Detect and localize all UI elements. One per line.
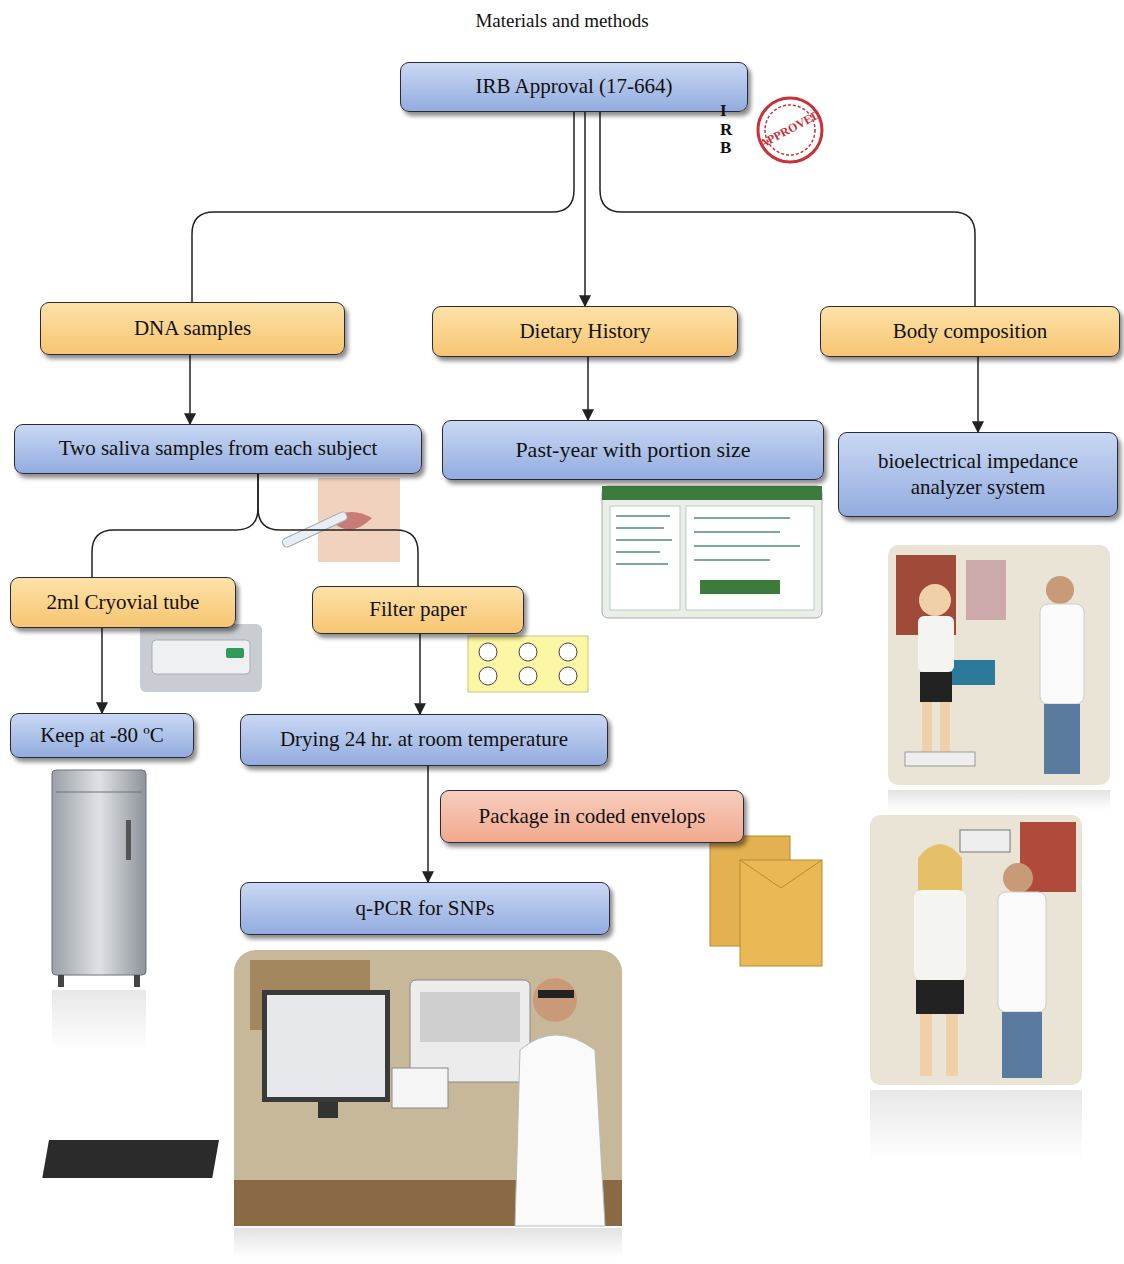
box-text: Package in coded envelops — [469, 800, 716, 833]
box-text: bioelectrical impedance analyzer system — [839, 445, 1117, 503]
box-text: Keep at -80 ºC — [30, 719, 174, 752]
box-text: DNA samples — [124, 312, 261, 345]
cryovial-picture — [140, 624, 262, 692]
storage-box: Filter paper — [312, 586, 524, 634]
connector — [977, 357, 979, 432]
approval-box: IRB Approval (17-664) — [400, 62, 748, 112]
box-text: Two saliva samples from each subject — [49, 432, 388, 465]
body-composition-photo — [888, 545, 1110, 810]
connector — [192, 112, 574, 302]
box-text: q-PCR for SNPs — [346, 892, 505, 925]
stamp-text: APPROVED — [753, 105, 827, 154]
swab-picture — [281, 478, 400, 562]
category-box: Body composition — [820, 306, 1120, 357]
box-text: 2ml Cryovial tube — [37, 586, 210, 619]
process-box: q-PCR for SNPs — [240, 882, 610, 935]
note-box: Package in coded envelops — [440, 790, 744, 843]
diagram-title: Materials and methods — [0, 10, 1124, 32]
connector — [258, 474, 418, 586]
connector — [427, 766, 429, 882]
envelope-picture — [710, 836, 822, 966]
software-screenshot — [602, 486, 822, 618]
vertical-label: IRB — [720, 102, 737, 158]
box-text: Body composition — [883, 315, 1058, 348]
connector — [101, 628, 103, 713]
freezer-picture — [52, 770, 146, 1050]
filter-paper-picture — [468, 636, 588, 692]
category-box: DNA samples — [40, 302, 345, 355]
box-text: Drying 24 hr. at room temperature — [270, 723, 578, 756]
box-text: Past-year with portion size — [505, 433, 760, 467]
process-box: bioelectrical impedance analyzer system — [838, 432, 1118, 517]
storage-box: 2ml Cryovial tube — [10, 577, 236, 628]
connector — [419, 634, 421, 714]
connector — [584, 112, 586, 306]
lab-photo — [42, 950, 622, 1258]
box-text: Filter paper — [359, 593, 476, 626]
height-measure-photo — [870, 815, 1082, 1160]
process-box: Keep at -80 ºC — [10, 713, 194, 758]
connector — [600, 112, 975, 306]
box-text: Dietary History — [509, 315, 660, 348]
process-box: Two saliva samples from each subject — [14, 424, 422, 474]
box-text: IRB Approval (17-664) — [465, 70, 682, 103]
connector — [92, 474, 258, 577]
connector — [189, 355, 191, 424]
category-box: Dietary History — [432, 306, 738, 357]
connector — [587, 357, 589, 420]
process-box: Past-year with portion size — [442, 420, 824, 480]
process-box: Drying 24 hr. at room temperature — [240, 714, 608, 766]
